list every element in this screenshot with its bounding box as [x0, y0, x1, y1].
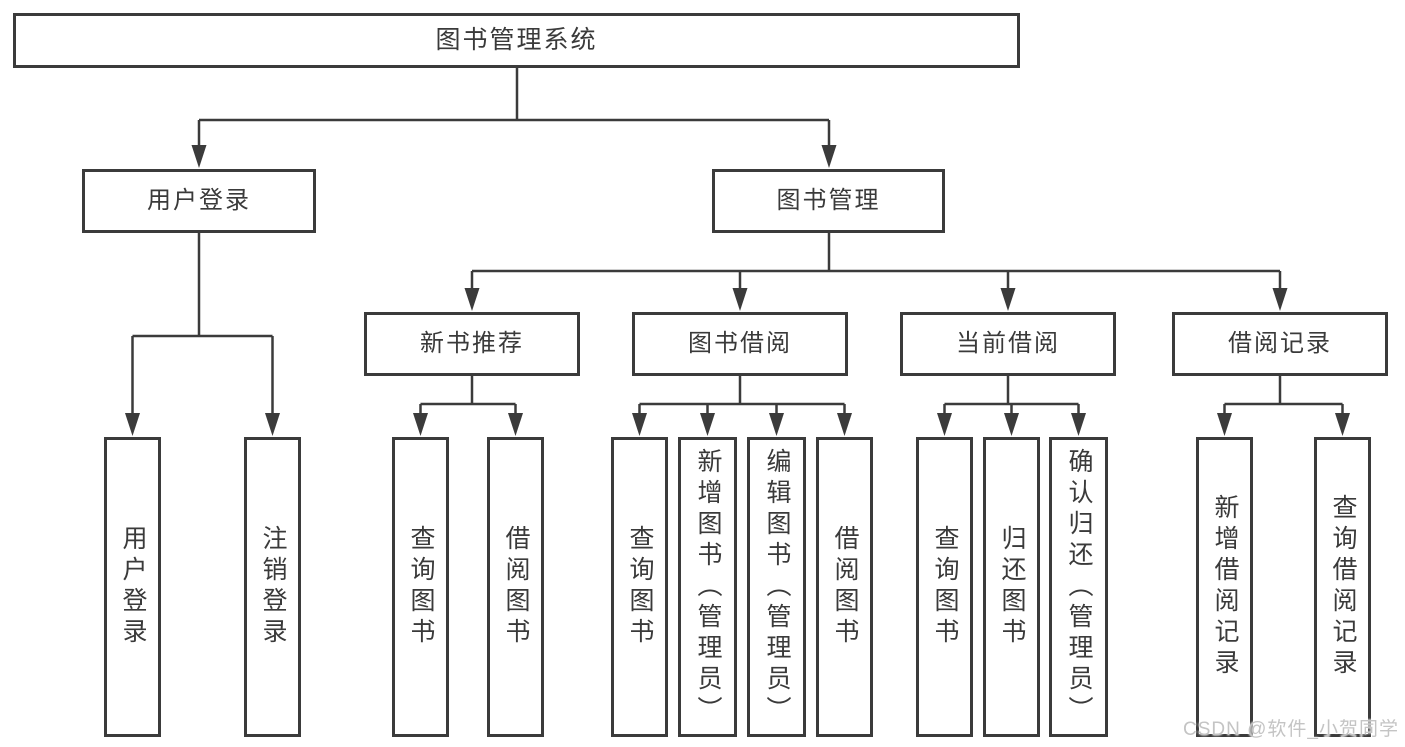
node-recommend-query-books: 查询图书 — [392, 437, 449, 737]
arrowhead-down-icon — [1217, 413, 1232, 436]
node-label: 借阅记录 — [1228, 330, 1332, 357]
node-edit-books-admin: 编辑图书（管理员） — [747, 437, 806, 737]
node-label: 确认归还（管理员） — [1065, 447, 1093, 727]
arrowhead-down-icon — [191, 145, 207, 168]
node-label: 编辑图书（管理员） — [763, 447, 791, 727]
node-book-management: 图书管理 — [712, 169, 945, 233]
node-book-borrowing: 图书借阅 — [632, 312, 848, 376]
node-label: 当前借阅 — [956, 330, 1060, 357]
arrowhead-down-icon — [1000, 288, 1016, 311]
node-label: 图书管理系统 — [435, 26, 598, 54]
node-label: 查询图书 — [626, 525, 654, 649]
node-label: 图书借阅 — [688, 330, 792, 357]
arrowhead-down-icon — [937, 413, 952, 436]
watermark: CSDN @软件_小贺同学 — [1183, 719, 1399, 740]
arrowhead-down-icon — [837, 413, 852, 436]
arrowhead-down-icon — [1272, 288, 1288, 311]
node-confirm-return-admin: 确认归还（管理员） — [1049, 437, 1108, 737]
node-borrowing-borrow-books: 借阅图书 — [816, 437, 873, 737]
arrowhead-down-icon — [125, 413, 140, 436]
node-new-book-recommend: 新书推荐 — [364, 312, 580, 376]
node-label: 新增图书（管理员） — [694, 447, 722, 727]
node-label: 新书推荐 — [420, 330, 524, 357]
arrowhead-down-icon — [732, 288, 748, 311]
arrowhead-down-icon — [464, 288, 480, 311]
node-label: 图书管理 — [776, 187, 881, 214]
arrowhead-down-icon — [821, 145, 837, 168]
node-user-login-action: 用户登录 — [104, 437, 161, 737]
node-logout: 注销登录 — [244, 437, 301, 737]
node-label: 借阅图书 — [502, 525, 530, 649]
node-library-system: 图书管理系统 — [13, 13, 1020, 68]
arrowhead-down-icon — [508, 413, 523, 436]
node-label: 查询图书 — [931, 525, 959, 649]
arrowhead-down-icon — [632, 413, 647, 436]
node-label: 用户登录 — [119, 525, 147, 649]
node-label: 注销登录 — [259, 525, 287, 649]
node-user-login: 用户登录 — [82, 169, 316, 233]
node-recommend-borrow-books: 借阅图书 — [487, 437, 544, 737]
arrowhead-down-icon — [413, 413, 428, 436]
arrowhead-down-icon — [1004, 413, 1019, 436]
node-label: 借阅图书 — [831, 525, 859, 649]
node-current-borrowing: 当前借阅 — [900, 312, 1116, 376]
node-borrowing-query-books: 查询图书 — [611, 437, 668, 737]
arrowhead-down-icon — [769, 413, 784, 436]
arrowhead-down-icon — [265, 413, 280, 436]
node-return-books: 归还图书 — [983, 437, 1040, 737]
node-current-query-books: 查询图书 — [916, 437, 973, 737]
node-borrowing-records: 借阅记录 — [1172, 312, 1388, 376]
node-label: 查询借阅记录 — [1329, 494, 1357, 680]
arrowhead-down-icon — [1335, 413, 1350, 436]
node-label: 归还图书 — [998, 525, 1026, 649]
node-query-borrow-record: 查询借阅记录 — [1314, 437, 1371, 737]
arrowhead-down-icon — [700, 413, 715, 436]
node-add-borrow-record: 新增借阅记录 — [1196, 437, 1253, 737]
arrowhead-down-icon — [1071, 413, 1086, 436]
node-label: 用户登录 — [147, 187, 251, 214]
node-add-books-admin: 新增图书（管理员） — [678, 437, 737, 737]
node-label: 新增借阅记录 — [1211, 494, 1239, 680]
node-label: 查询图书 — [407, 525, 435, 649]
